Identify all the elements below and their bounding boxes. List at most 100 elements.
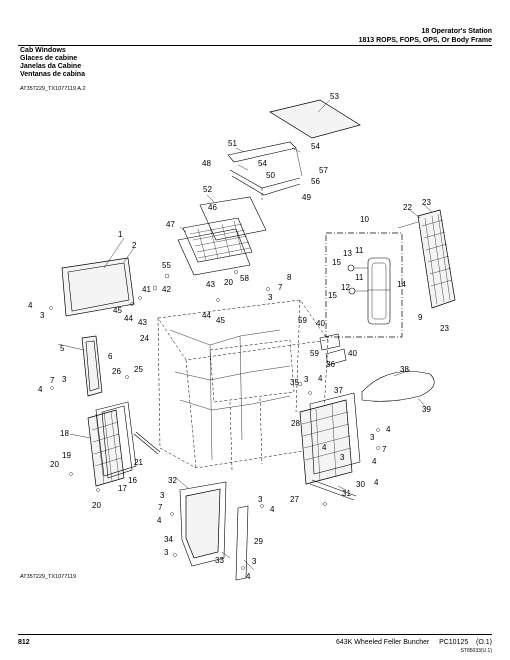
rear-window-detail-frame — [325, 232, 403, 338]
callout-26: 26 — [112, 367, 121, 376]
callout-3: 3 — [370, 433, 375, 442]
callout-1: 1 — [118, 230, 123, 239]
callout-7: 7 — [158, 503, 163, 512]
skylight-grid-frame — [182, 217, 253, 263]
callout-49: 49 — [302, 193, 311, 202]
figure-ref-top: AT357229_TX1077119 A.2 — [20, 86, 86, 92]
callout-21: 21 — [134, 458, 143, 467]
callout-4: 4 — [157, 516, 162, 525]
callout-29: 29 — [254, 537, 263, 546]
callout-25: 25 — [134, 365, 143, 374]
bracket-36 — [325, 348, 347, 366]
callout-18: 18 — [60, 429, 69, 438]
skylight-grid — [189, 220, 251, 261]
callout-12: 12 — [341, 283, 350, 292]
roof-panel — [269, 99, 361, 139]
cab-body — [157, 299, 329, 471]
callout-44: 44 — [202, 311, 211, 320]
callout-32: 32 — [168, 476, 177, 485]
callout-10: 10 — [360, 215, 369, 224]
revision: (O.1) — [476, 639, 492, 646]
callout-11: 11 — [355, 246, 364, 255]
callout-59: 59 — [298, 316, 307, 325]
callout-40: 40 — [348, 349, 357, 358]
callout-23: 23 — [422, 198, 431, 207]
callout-4: 4 — [372, 457, 377, 466]
callout-3: 3 — [164, 548, 169, 557]
title-es: Ventanas de cabina — [20, 71, 85, 78]
callout-4: 4 — [246, 572, 251, 581]
callout-19: 19 — [62, 451, 71, 460]
callout-3: 3 — [304, 375, 309, 384]
callout-20: 20 — [50, 460, 59, 469]
callout-56: 56 — [311, 177, 320, 186]
callout-20: 20 — [224, 278, 233, 287]
callout-42: 42 — [162, 285, 171, 294]
seal-bar-30 — [311, 479, 357, 497]
callout-17: 17 — [118, 484, 127, 493]
right-window-grid — [421, 213, 453, 305]
callout-55: 55 — [162, 261, 171, 270]
callout-20: 20 — [92, 501, 101, 510]
callout-11: 11 — [355, 273, 364, 282]
callout-7: 7 — [278, 283, 283, 292]
callout-41: 41 — [142, 285, 151, 294]
callout-51: 51 — [228, 139, 237, 148]
door-strip — [235, 505, 249, 581]
callout-3: 3 — [40, 311, 45, 320]
header-rule — [18, 45, 492, 46]
small-code: ST85033(U.1) — [460, 648, 492, 654]
callout-4: 4 — [28, 301, 33, 310]
skylight-frame — [199, 196, 267, 241]
callout-14: 14 — [397, 280, 406, 289]
callout-34: 34 — [164, 535, 173, 544]
callout-3: 3 — [252, 557, 257, 566]
callout-59: 59 — [310, 349, 319, 358]
subsection-title: 1813 ROPS, FOPS, OPS, Or Body Frame — [358, 37, 492, 44]
hardware-fasteners — [49, 270, 380, 570]
footer-rule — [18, 634, 492, 635]
callout-7: 7 — [50, 376, 55, 385]
callout-40: 40 — [316, 319, 325, 328]
callout-13: 13 — [343, 249, 352, 258]
front-window-28 — [299, 399, 353, 485]
callout-53: 53 — [330, 92, 339, 101]
section-title: 18 Operator's Station — [421, 28, 492, 35]
callout-48: 48 — [202, 159, 211, 168]
page-number: 812 — [18, 639, 30, 646]
left-window-glass — [61, 257, 135, 317]
callout-39: 39 — [422, 405, 431, 414]
callout-23: 23 — [440, 324, 449, 333]
figure-ref-bottom: AT357229_TX1077119 — [20, 574, 77, 580]
callout-4: 4 — [386, 425, 391, 434]
callout-45: 45 — [113, 306, 122, 315]
callout-15: 15 — [328, 291, 337, 300]
door-window-frame — [179, 481, 227, 567]
callout-2: 2 — [132, 241, 137, 250]
callout-54: 54 — [258, 159, 267, 168]
callout-43: 43 — [138, 318, 147, 327]
callout-27: 27 — [290, 495, 299, 504]
callout-52: 52 — [203, 185, 212, 194]
callout-43: 43 — [206, 280, 215, 289]
callout-24: 24 — [140, 334, 149, 343]
callout-4: 4 — [318, 374, 323, 383]
callout-47: 47 — [166, 220, 175, 229]
callout-54: 54 — [311, 142, 320, 151]
rear-window-glass — [367, 257, 391, 325]
callout-8: 8 — [287, 273, 292, 282]
callout-37: 37 — [334, 386, 343, 395]
callout-6: 6 — [108, 352, 113, 361]
callout-36: 36 — [326, 360, 335, 369]
footer-info: 643K Wheeled Feller Buncher PC10125 (O.1… — [336, 639, 492, 646]
title-fr: Glaces de cabine — [20, 55, 78, 62]
right-window-glass — [417, 209, 456, 309]
callout-5: 5 — [60, 344, 65, 353]
title-pt: Janelas da Cabine — [20, 63, 82, 70]
front-window-grid — [301, 403, 352, 482]
callout-3: 3 — [268, 293, 273, 302]
callout-38: 38 — [400, 365, 409, 374]
leader-lines — [57, 99, 433, 571]
figure-titles: Cab Windows Glaces de cabine Janelas da … — [20, 47, 85, 79]
